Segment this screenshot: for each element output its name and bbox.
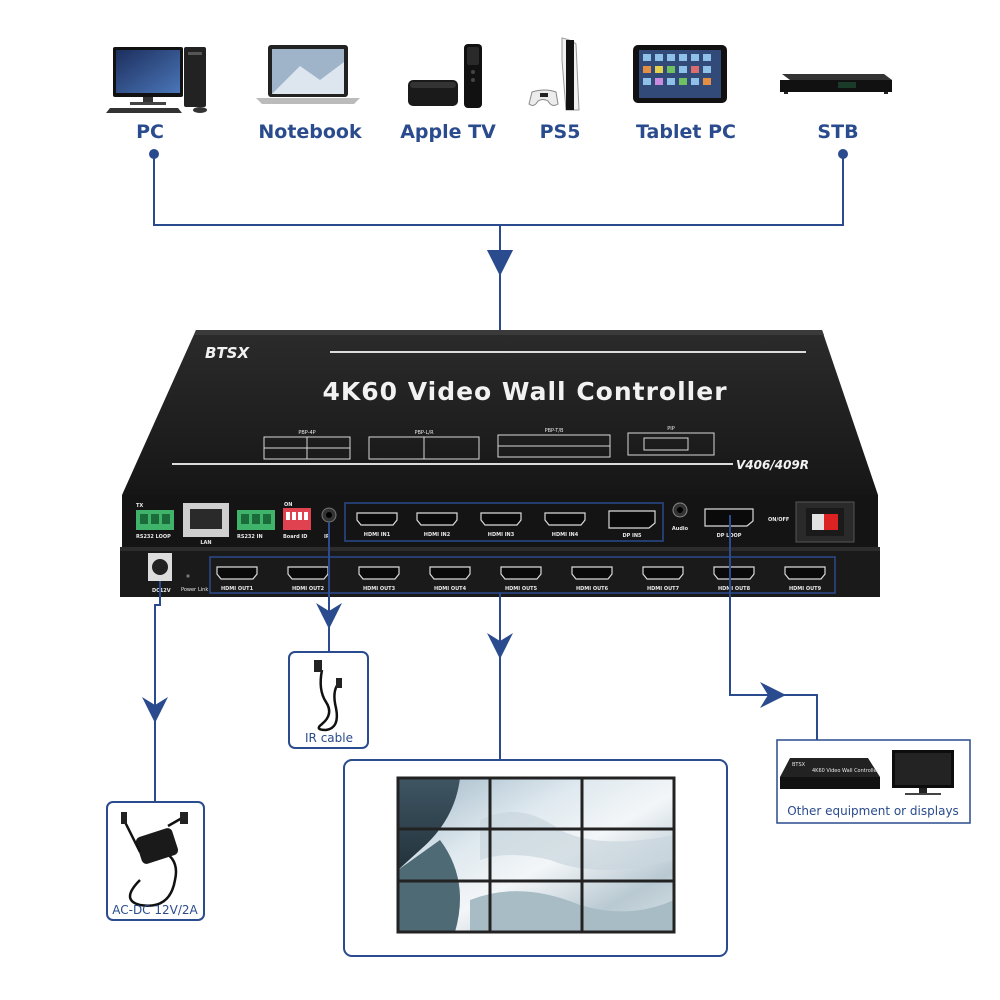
- source-label: PS5: [540, 121, 581, 143]
- apple-tv-icon: [408, 44, 482, 108]
- arrow-right-icon: [760, 682, 786, 708]
- mini-brand: BTSX: [792, 762, 806, 768]
- mini-controller-icon: BTSX 4K60 Video Wall Controller: [780, 758, 880, 789]
- desktop-pc-icon: [106, 47, 207, 113]
- ir-cable-label: IR cable: [305, 731, 353, 745]
- source-label: Apple TV: [400, 121, 496, 143]
- port-label: Board ID: [283, 534, 307, 540]
- source-notebook: Notebook: [256, 45, 362, 143]
- source-tablet: Tablet PC: [633, 45, 736, 143]
- port-label: DC12V: [152, 588, 171, 594]
- port-label: HDMI IN4: [552, 532, 579, 538]
- ir-cable-icon: [314, 660, 342, 732]
- port-label: HDMI OUT2: [292, 586, 325, 592]
- port-label: HDMI OUT6: [576, 586, 609, 592]
- port-label: HDMI OUT9: [789, 586, 822, 592]
- ir-cable-box: IR cable: [288, 651, 369, 749]
- arrow-down-icon: [316, 603, 342, 629]
- source-apple-tv: Apple TV: [400, 44, 496, 143]
- port-label: HDMI IN3: [488, 532, 515, 538]
- mode-label: PIP: [667, 426, 675, 432]
- arrow-down-icon: [142, 697, 168, 723]
- device-title: 4K60 Video Wall Controller: [322, 377, 727, 406]
- port-label: RS232 LOOP: [136, 534, 171, 540]
- port-label: LAN: [200, 540, 211, 546]
- source-label: STB: [817, 121, 858, 143]
- port-label: HDMI OUT5: [505, 586, 538, 592]
- source-ps5: PS5: [528, 37, 581, 143]
- port-label: HDMI OUT8: [718, 586, 751, 592]
- monitor-icon: [892, 750, 954, 795]
- source-label: Tablet PC: [636, 121, 736, 143]
- port-label: HDMI IN1: [364, 532, 391, 538]
- video-wall-box: [343, 759, 728, 957]
- hdmi-in-ports: [356, 510, 656, 529]
- port-label: ON: [284, 502, 292, 508]
- hdmi-out-ports: [216, 566, 826, 580]
- port-label: Power: [181, 587, 197, 593]
- other-equipment-label: Other equipment or displays: [787, 804, 959, 818]
- source-label: PC: [136, 121, 164, 143]
- port-label: Audio: [672, 526, 689, 532]
- source-stb: STB: [780, 74, 892, 143]
- source-label: Notebook: [258, 121, 362, 143]
- port-label: Link: [198, 587, 208, 593]
- video-wall: [396, 776, 676, 934]
- source-pc: PC: [106, 47, 207, 143]
- game-console-icon: [528, 37, 580, 111]
- port-label: HDMI OUT1: [221, 586, 254, 592]
- power-adapter-icon: [121, 812, 188, 907]
- port-label: IR: [324, 534, 330, 540]
- power-adapter-label: AC-DC 12V/2A: [112, 903, 198, 917]
- laptop-icon: [256, 45, 360, 104]
- port-label: HDMI IN2: [424, 532, 451, 538]
- brand-logo: BTSX: [205, 344, 250, 362]
- mode-label: PBP-4P: [298, 430, 315, 436]
- mode-label: PBP-L/R: [414, 430, 434, 436]
- port-label: DP IN5: [622, 533, 642, 539]
- port-label: RS232 IN: [237, 534, 263, 540]
- mini-title: 4K60 Video Wall Controller: [812, 768, 880, 774]
- model-number: V406/409R: [736, 458, 809, 472]
- port-label: HDMI OUT7: [647, 586, 680, 592]
- port-label: HDMI OUT3: [363, 586, 396, 592]
- video-wall-controller: BTSX 4K60 Video Wall Controller PBP-4P P…: [120, 330, 880, 597]
- other-equipment-box: BTSX 4K60 Video Wall Controller Other eq…: [776, 739, 971, 824]
- tablet-icon: [633, 45, 727, 103]
- port-label: ON/OFF: [768, 517, 789, 523]
- mode-label: PBP-T/B: [545, 428, 564, 434]
- arrow-down-icon: [487, 633, 513, 659]
- power-adapter-box: AC-DC 12V/2A: [106, 801, 205, 921]
- port-label: TX: [136, 503, 143, 509]
- port-label: HDMI OUT4: [434, 586, 467, 592]
- set-top-box-icon: [780, 74, 892, 94]
